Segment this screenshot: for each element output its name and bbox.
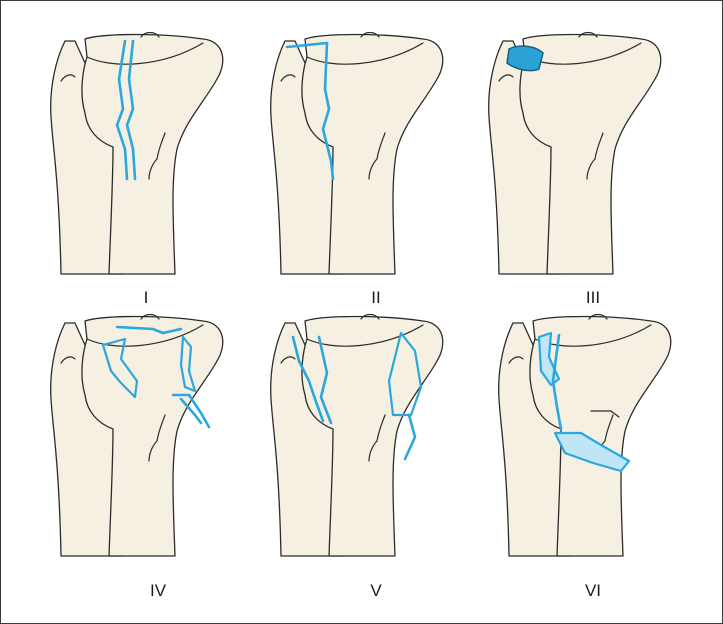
panel-iv [50,313,224,557]
panel-label-iv: IV [149,581,167,600]
panel-label-i: I [143,288,149,307]
tibia-outline [488,31,662,275]
fracture-line [179,397,203,425]
metaphyseal-fracture [553,431,631,473]
central-depression [506,45,544,72]
panel-vi [498,313,672,557]
panel-ii [270,31,444,275]
panel-label-ii: II [371,288,381,307]
tibia-outline [50,31,224,275]
fracture-line [125,39,137,181]
fracture-line [551,333,563,431]
panel-label-vi: VI [584,581,602,600]
fracture-line [171,393,211,429]
fracture-line [403,413,417,461]
fracture-line [115,39,129,181]
panel-i [50,31,224,275]
panel-iii [488,31,662,275]
panel-label-v: V [370,581,382,600]
fracture-line [285,41,335,181]
fissure-line [590,410,620,418]
tibia-outline [50,313,224,557]
fracture-line [291,335,325,423]
panel-label-iii: III [585,288,601,307]
fracture-line [317,335,333,425]
tibia-outline [270,31,444,275]
panel-v [270,313,444,557]
fracture-line [115,325,183,335]
